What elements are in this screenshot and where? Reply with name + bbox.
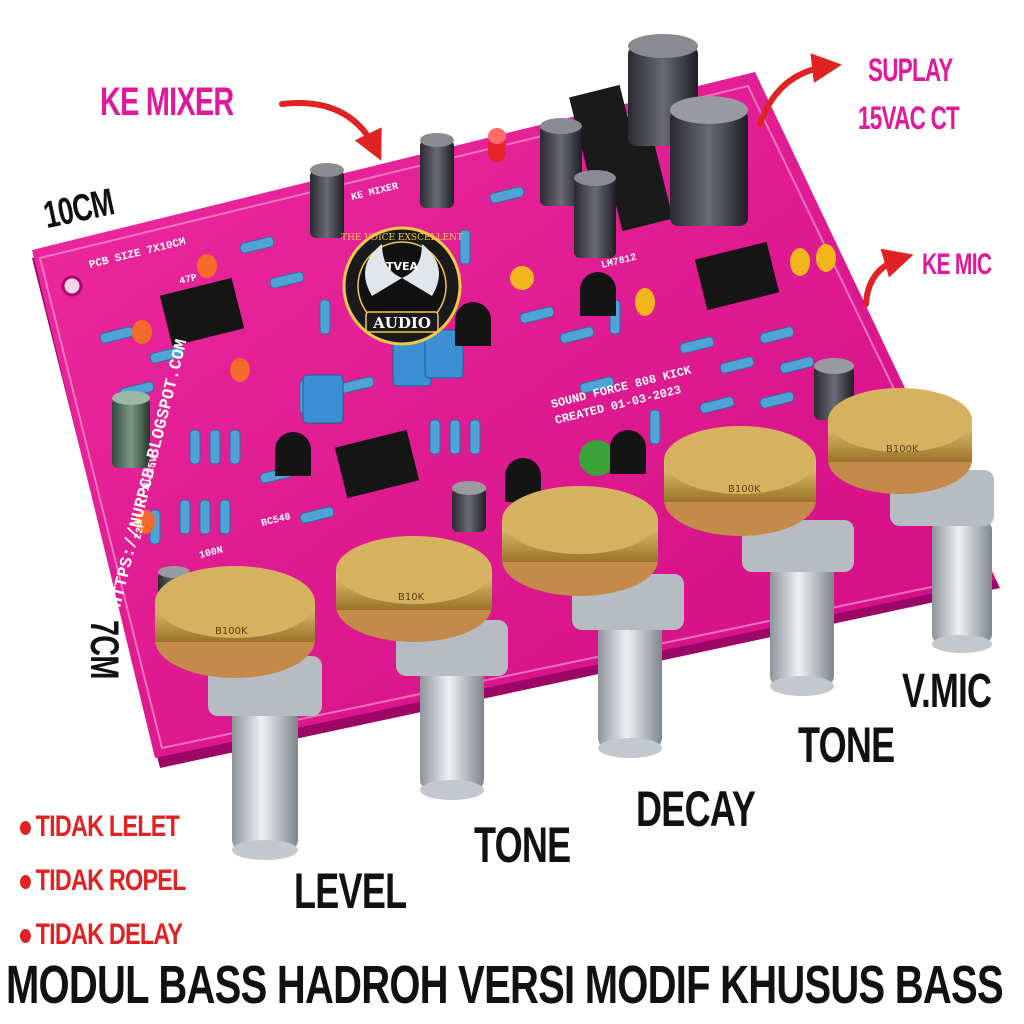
logo-center-text: TVEA xyxy=(386,260,419,273)
label-pot-tone-2: TONE xyxy=(798,717,895,773)
silk-47p: 47P xyxy=(178,273,198,288)
led xyxy=(488,128,506,162)
ic-chips xyxy=(159,241,780,499)
label-pot-level: LEVEL xyxy=(294,863,407,919)
product-title: MODUL BASS HADROH VERSI MODIF KHUSUS BAS… xyxy=(6,955,1004,1015)
feature-item: TIDAK LELET xyxy=(20,800,186,854)
label-pot-tone-1: TONE xyxy=(474,817,571,873)
label-suplay-1: SUPLAY xyxy=(868,52,953,88)
potentiometer-level: B100K xyxy=(155,566,322,860)
potentiometer-vmic: B100K xyxy=(828,388,994,653)
label-suplay-2: 15VAC CT xyxy=(858,100,960,136)
feature-list: TIDAK LELET TIDAK ROPEL TIDAK DELAY xyxy=(20,800,232,962)
potentiometers: B100K B10K B100K xyxy=(155,388,994,860)
silk-22p: 22P xyxy=(133,521,148,541)
callout-arrows xyxy=(279,53,914,307)
resistors xyxy=(99,186,815,545)
bullet-icon xyxy=(20,821,31,836)
pot-value-4: B100K xyxy=(886,444,919,455)
potentiometer-decay xyxy=(502,486,684,758)
potentiometer-tone-1: B10K xyxy=(336,536,508,800)
voltage-regulators xyxy=(569,84,673,232)
label-ke-mic: KE MIC xyxy=(922,248,992,281)
feature-item: TIDAK ROPEL xyxy=(20,854,186,908)
bullet-icon xyxy=(20,875,31,890)
pot-value-3: B100K xyxy=(728,484,761,495)
arrow-ke-mixer-icon xyxy=(279,100,382,161)
label-ke-mixer: KE MIXER xyxy=(100,80,234,124)
label-pot-decay: DECAY xyxy=(636,781,756,837)
ceramic-capacitors xyxy=(132,244,836,534)
label-dim-7cm: 7CM xyxy=(82,620,126,679)
film-capacitors xyxy=(302,329,464,424)
arrow-suplay-icon xyxy=(757,53,842,127)
feature-item: TIDAK DELAY xyxy=(20,908,186,962)
transistors xyxy=(275,272,646,502)
bullet-icon xyxy=(20,929,31,944)
potentiometer-tone-2: B100K xyxy=(664,426,854,696)
logo-ring-text: THE VOICE EXSCELLENT xyxy=(341,233,463,243)
brand-logo: THE VOICE EXSCELLENT TVEA AUDIO xyxy=(341,226,463,346)
pot-value-2: B10K xyxy=(398,592,425,603)
arrow-ke-mic-icon xyxy=(863,248,914,307)
pot-value-1: B100K xyxy=(215,626,248,637)
logo-bottom-text: AUDIO xyxy=(372,314,431,332)
label-pot-vmic: V.MIC xyxy=(902,665,992,718)
